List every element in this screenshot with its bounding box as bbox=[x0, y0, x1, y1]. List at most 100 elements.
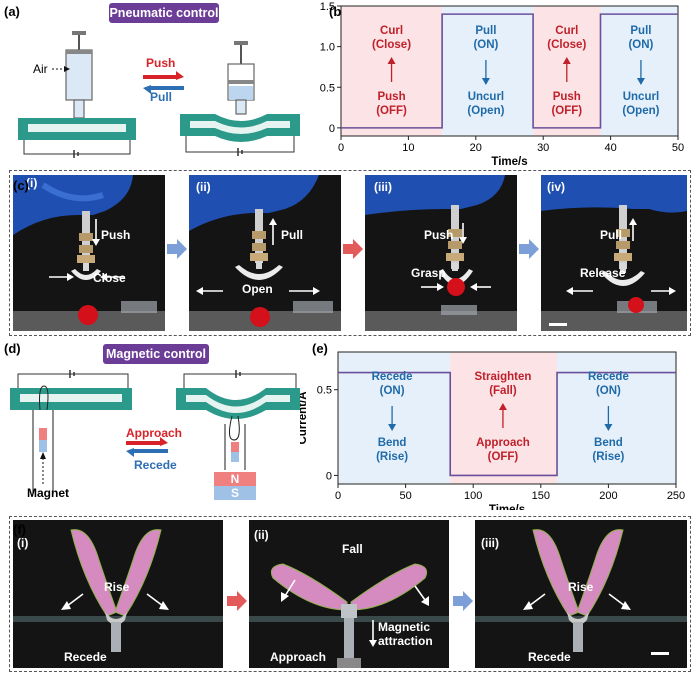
annotation-state: Pull bbox=[475, 25, 496, 37]
x-tick-label: 150 bbox=[532, 490, 550, 502]
region-on bbox=[600, 6, 678, 136]
magnet-n-pole bbox=[214, 472, 256, 486]
actuator-right-magnetic bbox=[176, 388, 300, 419]
plot-frame bbox=[340, 5, 679, 137]
sequence-arrow-icon bbox=[519, 239, 539, 259]
annotation-action-detail: (Open) bbox=[467, 105, 504, 117]
frame-f-ii-note1: Magnetic bbox=[378, 620, 431, 634]
x-tick-label: 50 bbox=[399, 490, 411, 502]
panel-a-label: (a) bbox=[4, 4, 20, 19]
annotation-state-detail: (Fall) bbox=[489, 385, 517, 397]
x-tick-label: 20 bbox=[470, 142, 482, 154]
annotation-state: Curl bbox=[555, 25, 578, 37]
frame-f-i-top: Rise bbox=[104, 580, 130, 594]
frame-f-ii-top: Fall bbox=[342, 542, 363, 556]
current-series-line bbox=[341, 13, 678, 129]
region-off bbox=[450, 352, 558, 484]
frame-f-iii-roman: (iii) bbox=[481, 536, 499, 550]
sequence-arrow-icon bbox=[343, 239, 363, 259]
magnet-tube-left bbox=[32, 385, 54, 494]
arrow-up-icon bbox=[562, 57, 571, 64]
frame-c-ii-state: Open bbox=[242, 282, 273, 296]
frame-f-ii-roman: (ii) bbox=[254, 528, 269, 542]
annotation-action-detail: (OFF) bbox=[488, 451, 519, 463]
arrow-down-icon bbox=[481, 78, 490, 85]
frame-c-i-roman: (i) bbox=[26, 176, 38, 190]
annotation-action-detail: (Open) bbox=[622, 105, 659, 117]
magnetic-control-badge: Magnetic control bbox=[103, 344, 209, 364]
x-tick-label: 250 bbox=[667, 490, 685, 502]
frame-f-iii-top: Rise bbox=[568, 580, 594, 594]
y-tick-label: 0.5 bbox=[317, 385, 332, 397]
y-tick-label: 0 bbox=[329, 123, 335, 135]
y-tick-label: 0 bbox=[326, 470, 332, 482]
sequence-arrow-icon bbox=[167, 239, 187, 259]
annotation-state-detail: (ON) bbox=[380, 385, 405, 397]
arrow-down-icon bbox=[636, 78, 645, 85]
pull-label: Pull bbox=[150, 90, 173, 104]
frame-f-i-roman: (i) bbox=[17, 536, 29, 550]
sequence-arrow-icon bbox=[227, 591, 247, 611]
arrow-down-icon bbox=[604, 424, 613, 431]
x-axis-label: Time/s bbox=[489, 504, 525, 510]
frame-c-iv-state: Release bbox=[580, 266, 626, 280]
syringe-right bbox=[227, 41, 255, 115]
photo-f-i bbox=[13, 520, 223, 668]
frame-f-i-bottom: Recede bbox=[64, 650, 107, 664]
annotation-action: Bend bbox=[378, 437, 407, 449]
y-tick-label: 1.0 bbox=[320, 42, 335, 54]
arrow-up-icon bbox=[498, 403, 507, 410]
arrow-down-icon bbox=[388, 424, 397, 431]
y-axis-label: Current/A bbox=[310, 44, 312, 97]
annotation-state-detail: (Close) bbox=[547, 39, 586, 51]
frame-c-iv-action: Pull bbox=[600, 228, 623, 242]
frame-c-ii-action: Pull bbox=[281, 228, 304, 242]
panel-d-label: (d) bbox=[4, 341, 21, 356]
pneumatic-control-badge: Pneumatic control bbox=[109, 3, 219, 23]
annotation-state-detail: (ON) bbox=[473, 39, 498, 51]
y-tick-label: 1.5 bbox=[320, 1, 335, 13]
arrow-up-icon bbox=[387, 57, 396, 64]
scale-bar bbox=[549, 323, 567, 326]
pole-n-label: N bbox=[230, 472, 240, 486]
frame-c-i-action: Push bbox=[101, 228, 131, 242]
annotation-action-detail: (Rise) bbox=[376, 451, 408, 463]
annotation-action: Push bbox=[553, 91, 581, 103]
annotation-action: Uncurl bbox=[468, 91, 504, 103]
scale-bar bbox=[651, 652, 669, 655]
photo-c-i bbox=[13, 175, 165, 331]
current-series-line bbox=[338, 371, 676, 477]
x-tick-label: 50 bbox=[672, 142, 684, 154]
annotation-action: Bend bbox=[594, 437, 623, 449]
approach-label: Approach bbox=[126, 426, 183, 440]
approach-recede-arrows bbox=[126, 437, 168, 457]
x-tick-label: 200 bbox=[599, 490, 617, 502]
photo-f-ii bbox=[249, 520, 449, 668]
frame-c-iii-roman: (iii) bbox=[374, 180, 392, 194]
pole-s-label: S bbox=[230, 486, 239, 500]
magnetic-schematic bbox=[10, 370, 300, 500]
region-on bbox=[557, 352, 676, 484]
annotation-state: Curl bbox=[380, 25, 403, 37]
y-axis-label: Current/A bbox=[300, 391, 309, 444]
recede-label: Recede bbox=[134, 458, 177, 472]
annotation-state: Pull bbox=[630, 25, 651, 37]
panel-f-frame bbox=[9, 516, 691, 672]
annotation-action-detail: (OFF) bbox=[376, 105, 407, 117]
pneumatic-schematic bbox=[18, 31, 300, 158]
x-tick-label: 40 bbox=[604, 142, 616, 154]
panel-c-label: (c) bbox=[13, 178, 29, 193]
frame-f-ii-bottom: Approach bbox=[270, 650, 327, 664]
annotation-state-detail: (ON) bbox=[628, 39, 653, 51]
push-label: Push bbox=[146, 56, 176, 70]
y-tick-label: 0.5 bbox=[320, 82, 335, 94]
region-on bbox=[338, 352, 451, 484]
photo-c-ii bbox=[189, 175, 341, 331]
x-tick-label: 100 bbox=[464, 490, 482, 502]
x-tick-label: 30 bbox=[537, 142, 549, 154]
push-pull-arrows bbox=[143, 71, 184, 94]
annotation-action: Uncurl bbox=[623, 91, 659, 103]
frame-c-iv-roman: (iv) bbox=[547, 180, 565, 194]
